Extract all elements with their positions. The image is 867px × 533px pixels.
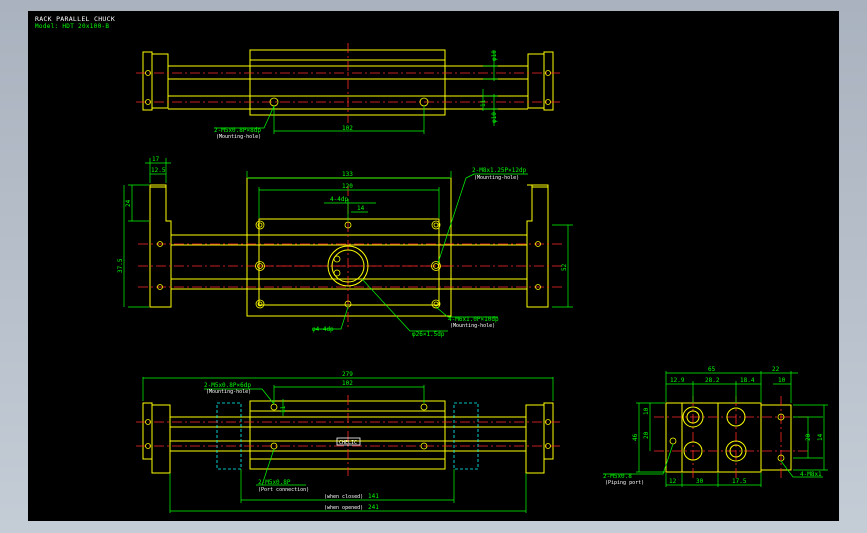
top-dim-102: 102 <box>342 125 353 132</box>
side-endcap <box>760 404 792 471</box>
front-dim-37-5: 37.5 <box>117 258 124 273</box>
top-dim-phi10-b: φ10 <box>491 112 498 123</box>
side-dim-10: 10 <box>778 377 786 384</box>
bottom-brand-badge <box>336 437 361 446</box>
bottom-view: CHELIC 279 102 11 2-M5x0.8P×6dp (Mountin… <box>136 371 563 513</box>
front-dim-17: 17 <box>152 156 160 163</box>
front-note-phi4: φ4-4dp <box>312 326 334 333</box>
front-note-m6-sub: (Mounting-hole) <box>450 323 495 329</box>
drawing-model: Model: HDT 20x100-B <box>35 23 110 30</box>
cad-drawing-canvas[interactable]: RACK PARALLEL CHUCK Model: HDT 20x100-B … <box>28 11 839 521</box>
front-note-m6: 4-M6x1.0P×10dp <box>448 316 499 323</box>
side-dim-65: 65 <box>708 366 716 373</box>
side-dim-46: 46 <box>632 433 639 441</box>
side-dim-30: 30 <box>696 478 704 485</box>
front-dim-24: 24 <box>125 199 132 207</box>
side-dim-18-4: 18.4 <box>740 377 755 384</box>
bottom-open-left <box>216 402 242 470</box>
top-right-endcap <box>527 53 545 109</box>
front-view: 17 12.5 24 37.5 133 120 4-4dp 14 <box>117 156 573 338</box>
side-dim-14: 14 <box>817 433 824 441</box>
front-body-plate <box>258 218 440 306</box>
side-dim-m8x1: 4-M8x1 <box>800 471 822 478</box>
bottom-body <box>249 400 446 470</box>
side-note-port: 2-M5x0.8 <box>603 473 632 480</box>
side-dim-12: 12 <box>669 478 677 485</box>
side-dim-20: 20 <box>643 431 650 439</box>
side-dim-17-5: 17.5 <box>732 478 747 485</box>
drawing-title: RACK PARALLEL CHUCK <box>35 15 116 23</box>
bottom-note-mount: 2-M5x0.8P×6dp <box>204 382 251 389</box>
side-dim-22: 22 <box>772 366 780 373</box>
front-dim-4x4dp: 4-4dp <box>330 196 348 203</box>
top-body <box>249 49 446 116</box>
bottom-dim-102: 102 <box>342 380 353 387</box>
bottom-dim-241: 241 <box>368 504 379 511</box>
bottom-note-port-sub: (Port connection) <box>258 487 309 493</box>
bottom-dim-279: 279 <box>342 371 353 378</box>
side-dim-10b: 10 <box>643 407 650 415</box>
bottom-badge-text: CHELIC <box>339 440 357 446</box>
bottom-dim-141: 141 <box>368 493 379 500</box>
front-dim-120: 120 <box>342 183 353 190</box>
top-view: 102 φ10 φ10 11 2-M5x0.8P×8dp (Mounting-h… <box>136 43 563 140</box>
side-dim-12-9: 12.9 <box>670 377 685 384</box>
bottom-note-mount-sub: (Mounting-hole) <box>206 389 251 395</box>
side-bore-1 <box>682 406 704 428</box>
side-body <box>665 402 762 473</box>
front-left-block <box>149 184 172 308</box>
front-dim-52: 52 <box>561 263 568 271</box>
front-dim-14: 14 <box>357 205 365 212</box>
front-right-block <box>526 184 549 308</box>
side-dim-20b: 20 <box>805 433 812 441</box>
bottom-note-port: 2-M5x0.8P <box>258 479 291 486</box>
technical-drawing: .y{stroke:#ffff00;fill:none;stroke-width… <box>117 43 828 513</box>
front-note-m8: 2-M8x1.25P×12dp <box>472 167 527 174</box>
front-note-m8-sub: (Mounting-hole) <box>474 175 519 181</box>
top-dim-phi10-a: φ10 <box>491 50 498 61</box>
front-body <box>246 177 452 317</box>
front-center-boss <box>327 245 369 287</box>
bottom-open-right <box>453 402 479 470</box>
top-dim-11: 11 <box>480 99 487 107</box>
top-note-mount: 2-M5x0.8P×8dp <box>214 127 261 134</box>
side-bore-2 <box>725 440 747 462</box>
side-dim-28-2: 28.2 <box>705 377 720 384</box>
bottom-dim-11: 11 <box>280 405 287 413</box>
bottom-dim-241-label: (when opened) <box>324 505 363 511</box>
front-note-phi26: φ26×1.5dp <box>412 331 445 338</box>
side-view: 65 22 12.9 28.2 18.4 10 46 10 20 2 <box>603 366 828 487</box>
top-note-mount-sub: (Mounting-hole) <box>216 134 261 140</box>
front-dim-12-5: 12.5 <box>151 167 166 174</box>
bottom-dim-141-label: (when closed) <box>324 494 363 500</box>
side-note-port-sub: (Piping port) <box>605 480 644 486</box>
front-dim-133: 133 <box>342 171 353 178</box>
